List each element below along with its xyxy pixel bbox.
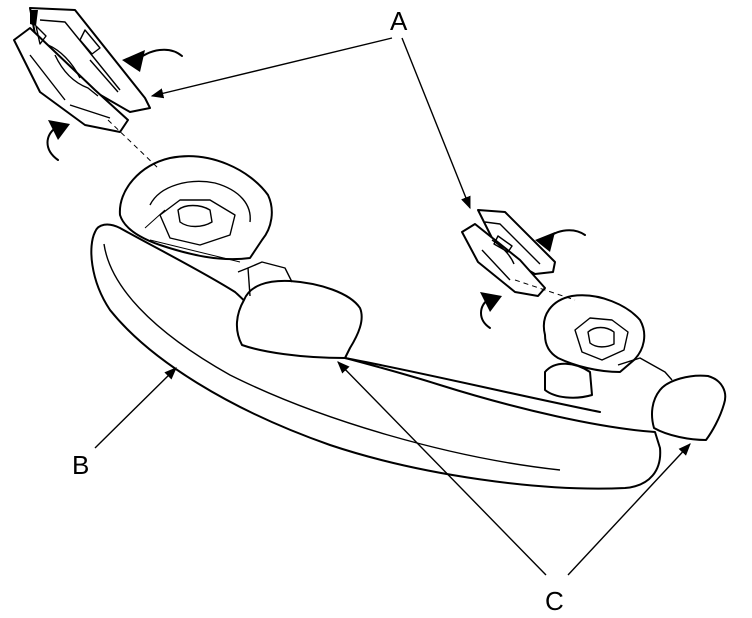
left-mounting-clip: [13, 7, 151, 133]
leader-lines: [94, 37, 691, 576]
callout-label-a: A: [390, 6, 408, 36]
alignment-lines: [107, 119, 576, 301]
grab-handle-body: [90, 155, 727, 490]
right-mounting-clip: [461, 209, 556, 297]
rotation-arrows: [46, 48, 586, 329]
callout-label-c: C: [545, 586, 564, 616]
callout-label-b: B: [72, 450, 90, 480]
